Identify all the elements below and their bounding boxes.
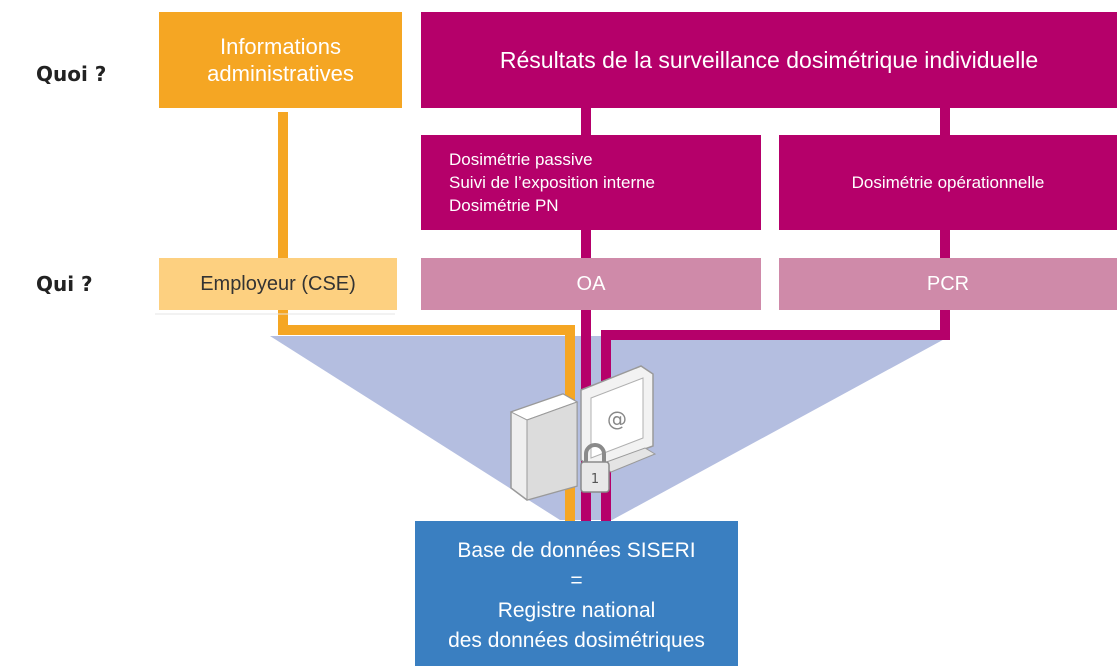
passive-line-1: Dosimétrie passive xyxy=(449,150,593,169)
row-label-qui: Qui ? xyxy=(36,272,93,296)
operational-dosimetry-box: Dosimétrie opérationnelle xyxy=(779,135,1117,230)
admin-info-line-2: administratives xyxy=(207,61,354,86)
results-box: Résultats de la surveillance dosimétriqu… xyxy=(421,12,1117,108)
database-line-1: Base de données SISERI xyxy=(457,538,696,562)
padlock-icon: 1 xyxy=(580,443,610,493)
admin-info-line-1: Informations xyxy=(219,34,342,59)
passive-line-3: Dosimétrie PN xyxy=(449,196,559,215)
passive-dosimetry-box: Dosimétrie passive Suivi de l’exposition… xyxy=(421,135,761,230)
passive-line-2: Suivi de l’exposition interne xyxy=(449,173,656,192)
siseri-database-box: Base de données SISERI = Registre nation… xyxy=(415,521,738,666)
pcr-box: PCR xyxy=(779,258,1117,310)
admin-info-box: Informations administratives xyxy=(159,12,402,108)
database-line-4: des données dosimétriques xyxy=(448,628,705,652)
oa-box: OA xyxy=(421,258,761,310)
padlock-number: 1 xyxy=(591,472,599,487)
employer-box: Employeur (CSE) xyxy=(159,258,397,310)
database-line-3: Registre national xyxy=(497,598,656,622)
row-label-quoi: Quoi ? xyxy=(36,62,107,86)
computer-icon: @ xyxy=(509,365,657,501)
database-line-2: = xyxy=(570,568,583,592)
at-sign-glyph: @ xyxy=(607,407,627,431)
